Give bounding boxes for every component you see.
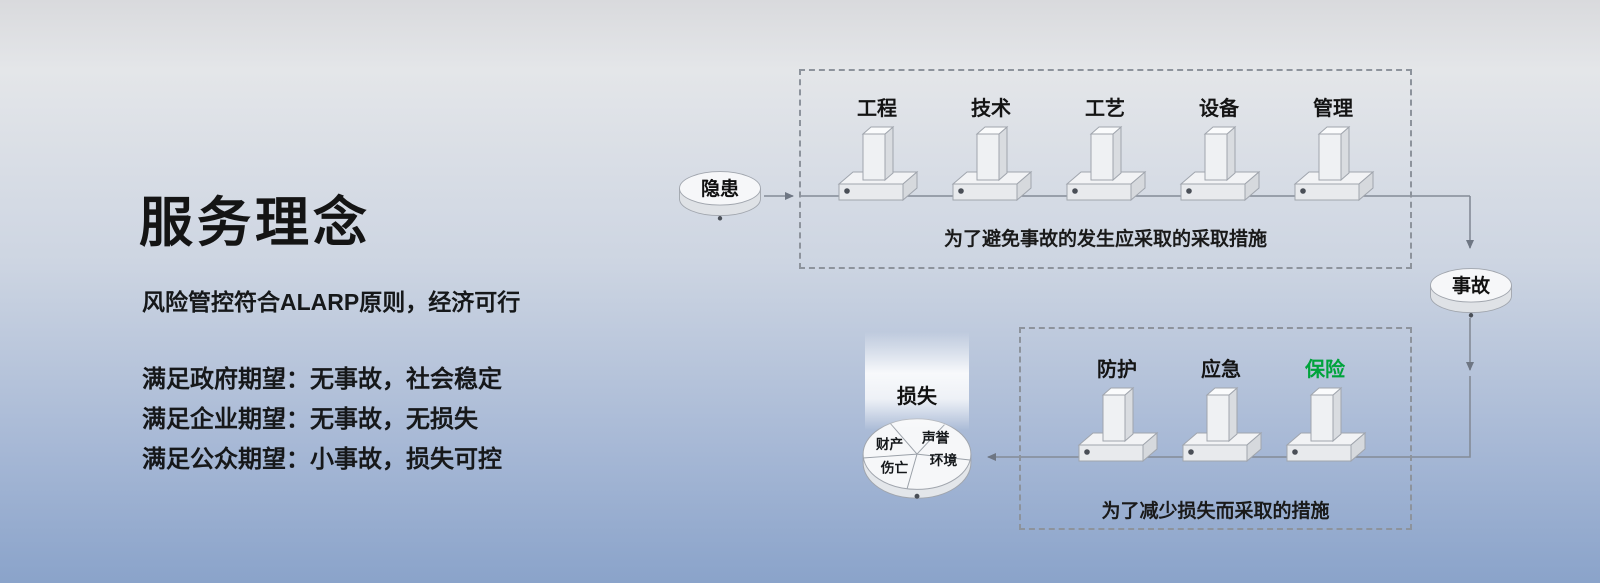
barrier-monument-icon [952,126,1032,201]
barrier-mitigation-1: 防护 [1067,357,1167,467]
loss-label: 损失 [897,386,937,408]
accident-label: 事故 [1451,276,1490,297]
barrier-monument-icon [1180,126,1260,201]
barrier-monument-icon [1294,126,1374,201]
barrier-mitigation-3: 保险 [1275,357,1375,467]
barrier-monument-icon [838,126,918,201]
barrier-prevention-3: 工艺 [1055,96,1155,206]
barrier-monument-icon [1066,126,1146,201]
loss-segment-label: 环境 [930,452,958,468]
expectation-line: 满足企业期望：无事故，无损失 [142,406,478,433]
mitigation-barriers-box [1019,327,1412,530]
loss-segment-label: 财产 [875,436,903,452]
barrier-label: 保险 [1305,359,1345,381]
mitigation-caption: 为了减少损失而采取的措施 [1101,501,1330,522]
loss-pie-icon: 财产 声誉 伤亡 环境 [862,418,972,499]
barrier-label: 工程 [857,98,897,120]
barrier-prevention-1: 工程 [827,96,927,206]
barrier-prevention-4: 设备 [1169,96,1269,206]
expectation-line: 满足公众期望：小事故，损失可控 [142,446,502,473]
prevention-caption: 为了避免事故的发生应采取的采取措施 [943,229,1267,250]
hazard-label: 隐患 [700,179,739,200]
barrier-prevention-5: 管理 [1283,96,1383,206]
barrier-mitigation-2: 应急 [1171,357,1271,467]
loss-segment-label: 声誉 [921,429,950,445]
barrier-monument-icon [1286,387,1366,462]
barrier-monument-icon [1182,387,1262,462]
loss-segment-label: 伤亡 [880,460,909,476]
barrier-label: 防护 [1097,359,1137,381]
expectations-list: 满足政府期望：无事故，社会稳定 满足企业期望：无事故，无损失 满足公众期望：小事… [142,360,502,480]
barrier-monument-icon [1078,387,1158,462]
loss-node: 财产 声誉 伤亡 环境 损失 [858,332,976,508]
barrier-label: 应急 [1201,359,1241,381]
barrier-prevention-2: 技术 [941,96,1041,206]
page-title: 服务理念 [139,193,371,253]
prevention-barriers-box [799,69,1412,269]
barrier-label: 技术 [971,98,1011,120]
mitigation-through-line [1021,376,1471,458]
expectation-line: 满足政府期望：无事故，社会稳定 [142,366,502,393]
hazard-node: 隐患 [676,167,764,222]
accident-node: 事故 [1427,264,1515,319]
barrier-label: 管理 [1313,98,1353,120]
barrier-label: 工艺 [1085,98,1125,120]
subtitle: 风险管控符合ALARP原则，经济可行 [142,289,521,315]
barrier-label: 设备 [1199,98,1239,120]
